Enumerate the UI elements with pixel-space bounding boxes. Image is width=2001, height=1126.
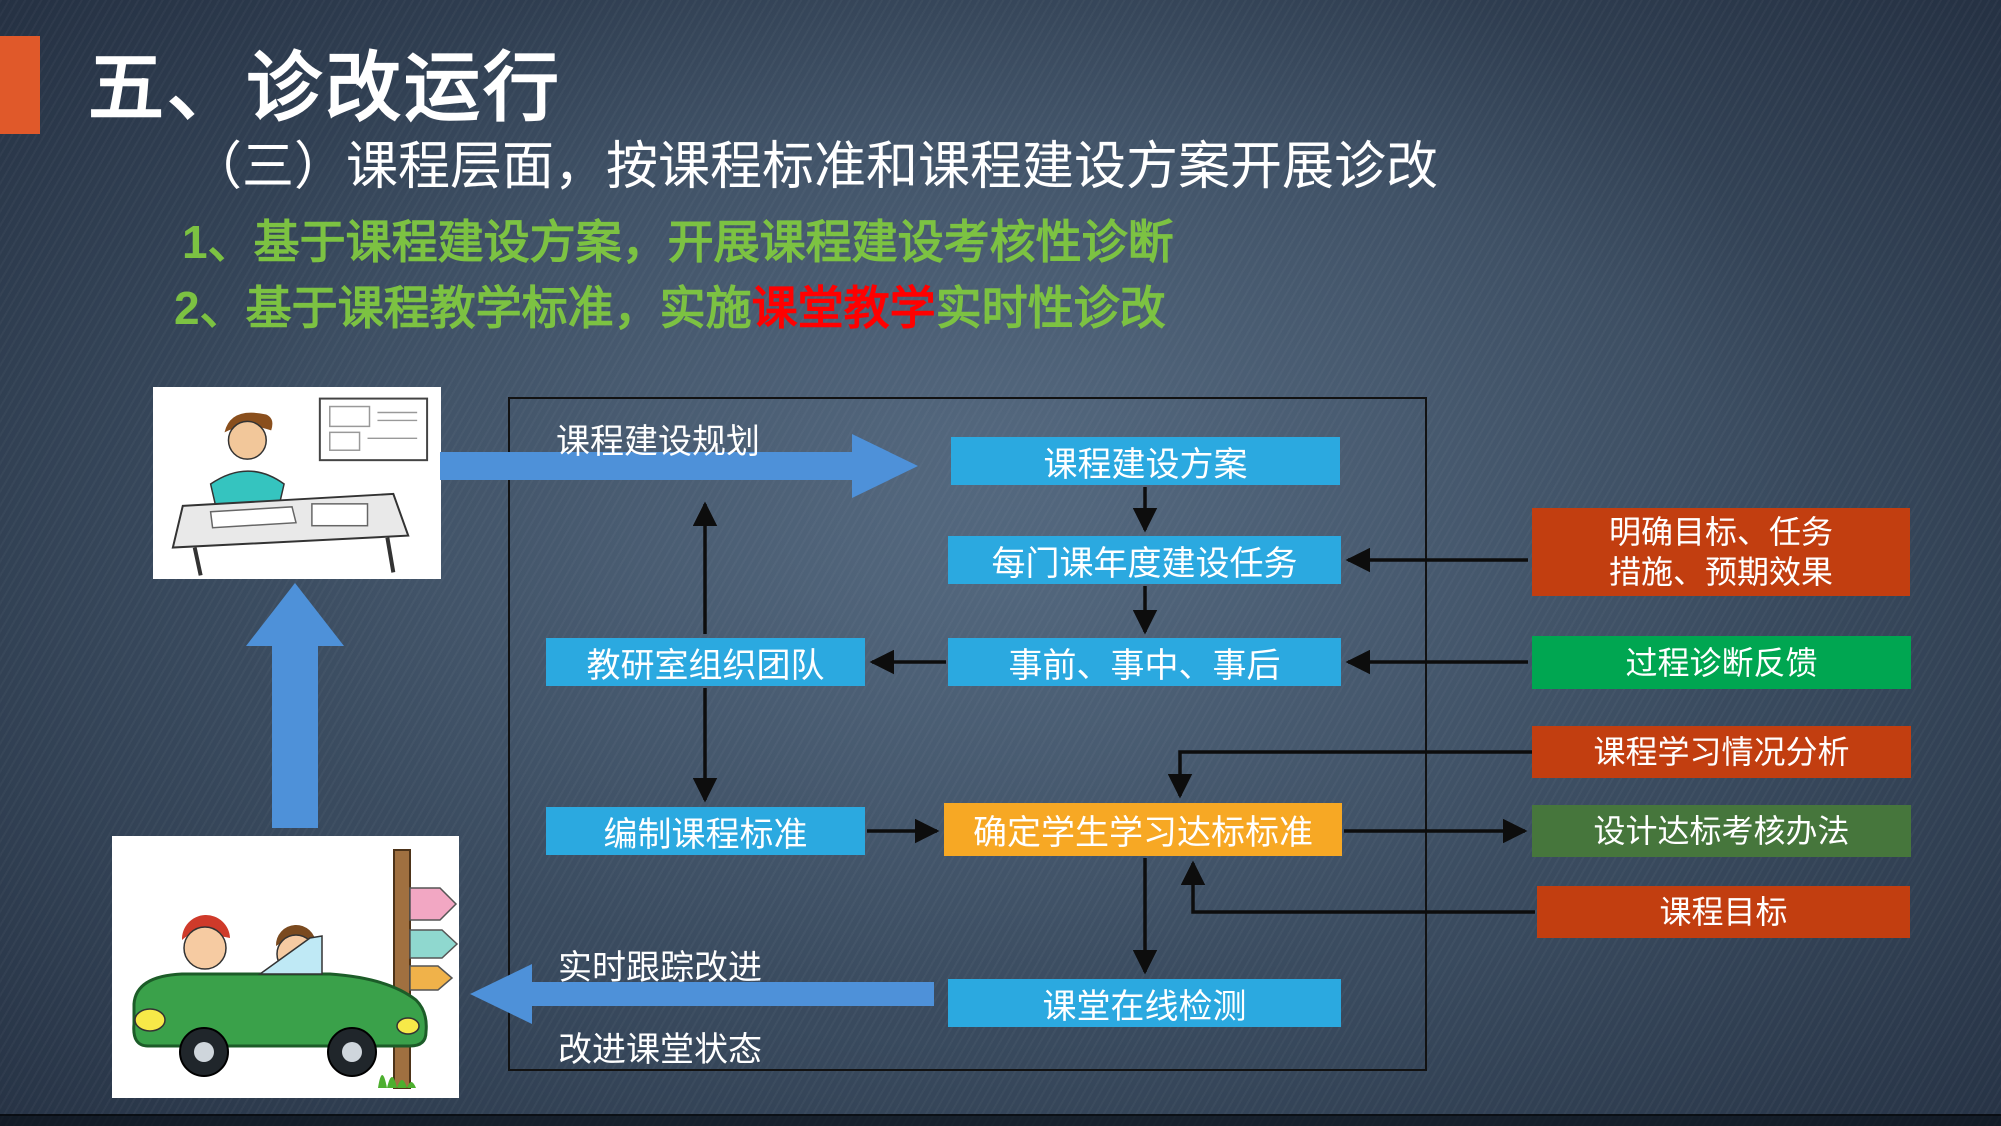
side-box-course-goal: 课程目标 xyxy=(1537,886,1910,938)
flow-label-realtime-track: 实时跟踪改进 xyxy=(558,949,762,987)
bullet-point-2: 2、基于课程教学标准，实施课堂教学实时性诊改 xyxy=(174,272,1166,338)
flowchart-frame xyxy=(508,397,1427,1071)
flow-box-online-check: 课堂在线检测 xyxy=(948,979,1341,1027)
bullet2-suffix: 实时性诊改 xyxy=(935,282,1166,334)
title-accent-bar xyxy=(0,36,40,134)
car-and-signpost-illustration xyxy=(112,836,459,1098)
side-box-learning-analysis: 课程学习情况分析 xyxy=(1532,726,1911,778)
designer-at-drafting-table-illustration xyxy=(153,388,441,578)
flow-label-course-plan: 课程建设规划 xyxy=(556,423,760,461)
page-subtitle: （三）课程层面，按课程标准和课程建设方案开展诊改 xyxy=(190,138,1439,196)
side-box-clarify-goals: 明确目标、任务 措施、预期效果 xyxy=(1532,508,1910,596)
bullet2-prefix: 2、基于课程教学标准，实施 xyxy=(174,282,752,334)
slide-bottom-edge xyxy=(0,1114,2001,1126)
flow-box-attainment-standard: 确定学生学习达标标准 xyxy=(944,803,1342,856)
flow-box-plan-scheme: 课程建设方案 xyxy=(951,437,1340,485)
flow-box-team: 教研室组织团队 xyxy=(546,638,865,686)
flow-label-improve-state: 改进课堂状态 xyxy=(558,1031,762,1069)
side-box-process-feedback: 过程诊断反馈 xyxy=(1532,636,1911,689)
side-box-clarify-goals-line2: 措施、预期效果 xyxy=(1608,554,1833,590)
flow-box-annual-tasks: 每门课年度建设任务 xyxy=(948,536,1341,584)
big-arrow-cycle-up xyxy=(246,583,344,828)
flow-box-course-standard: 编制课程标准 xyxy=(546,807,865,855)
bullet2-highlight: 课堂教学 xyxy=(751,282,936,334)
bullet-point-1: 1、基于课程建设方案，开展课程建设考核性诊断 xyxy=(182,216,1174,268)
flow-box-stages: 事前、事中、事后 xyxy=(948,638,1341,686)
page-title: 五、诊改运行 xyxy=(88,46,562,131)
car-clipart xyxy=(112,836,459,1098)
side-box-clarify-goals-line1: 明确目标、任务 xyxy=(1608,514,1833,550)
side-box-assessment-design: 设计达标考核办法 xyxy=(1532,805,1911,857)
designer-clipart xyxy=(153,387,441,579)
